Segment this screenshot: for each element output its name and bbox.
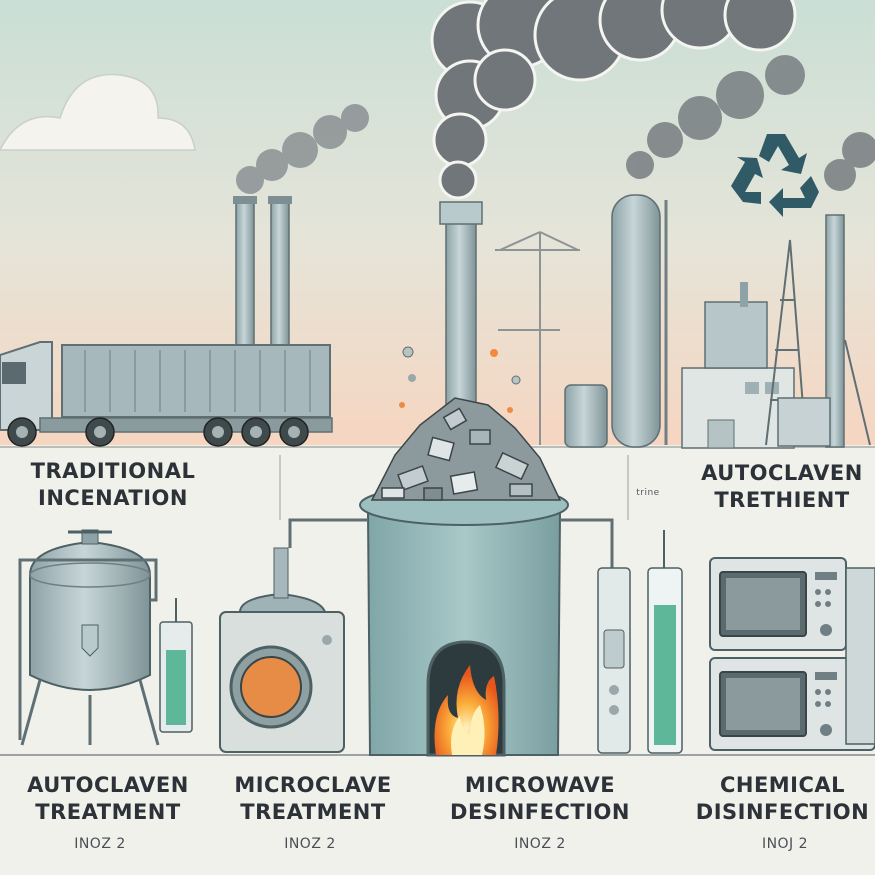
truck-icon [0, 341, 333, 447]
crane [495, 231, 580, 445]
recycle-icon [731, 134, 819, 217]
label-line: MICROCLAVE [234, 773, 392, 797]
label-line: DISINFECTION [695, 800, 870, 824]
label-line: CHEMICAL [719, 773, 846, 797]
label-line: AUTOCLAVEN [701, 461, 863, 485]
label-line: INCENATION [38, 486, 188, 510]
smoke-plume-left [236, 104, 369, 194]
waste-pile [370, 397, 562, 501]
label-sub: INOZ 2 [74, 836, 126, 852]
label-sub: INOJ 2 [761, 836, 809, 852]
ember-particles [399, 346, 521, 413]
test-tubes [597, 530, 683, 754]
label-line: MICROWAVE [464, 773, 616, 797]
cloud-left [0, 73, 196, 151]
label-sub: INOZ 2 [284, 836, 336, 852]
label-chemical-disinfection: CHEMICAL DISINFECTION [690, 772, 875, 826]
right-factory [564, 194, 871, 449]
autoclave-tank [18, 529, 193, 746]
label-line: TREATMENT [240, 800, 386, 824]
smoke-plume-main [430, 0, 797, 200]
label-autoclave-top: AUTOCLAVEN TRETHIENT [692, 460, 872, 514]
label-line: TRETHIENT [714, 488, 850, 512]
label-line: TRADITIONAL [30, 459, 196, 483]
central-chimney [439, 201, 483, 409]
label-sub: INOZ 2 [514, 836, 566, 852]
label-microwave-disinfection: MICROWAVE DESINFECTION [440, 772, 640, 826]
smoke-plume-right [626, 55, 875, 191]
label-traditional-incineration: TRADITIONAL INCENATION [18, 458, 208, 512]
incinerator-icon [288, 397, 614, 757]
label-line: TREATMENT [35, 800, 181, 824]
label-autoclave-treatment: AUTOCLAVEN TREATMENT [8, 772, 208, 826]
tiny-label: trine [636, 488, 660, 498]
microwave-ovens [709, 557, 875, 751]
label-line: AUTOCLAVEN [27, 773, 189, 797]
flame-icon [434, 665, 499, 755]
microclave-unit [219, 547, 345, 753]
label-line: DESINFECTION [450, 800, 630, 824]
label-microclave-treatment: MICROCLAVE TREATMENT [218, 772, 408, 826]
